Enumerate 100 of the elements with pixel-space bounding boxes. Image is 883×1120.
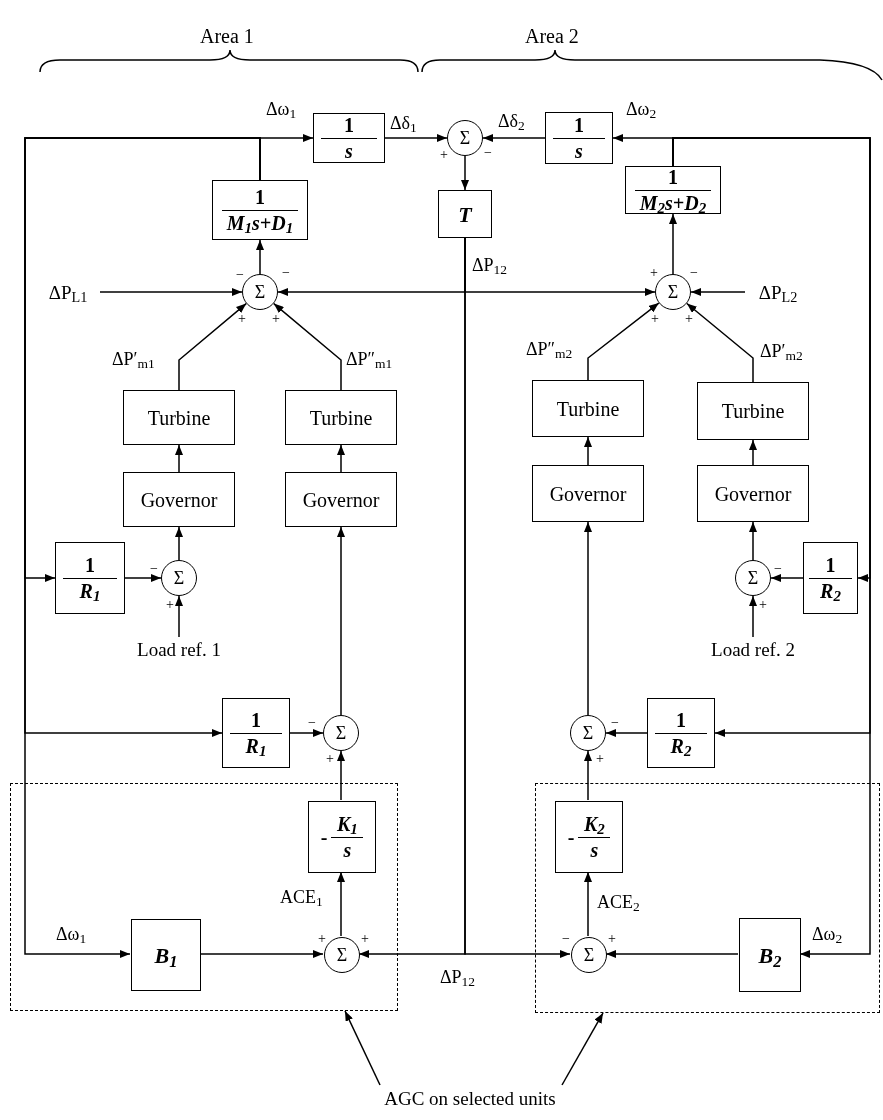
summing-junction: Σ [323, 715, 359, 751]
signal-label: ΔP$_{L1}$ [36, 279, 100, 307]
sign-label: + [318, 932, 326, 946]
sign-label: + [651, 312, 659, 326]
signal-arrow [99, 288, 243, 296]
block: Governor [123, 472, 235, 527]
transfer-function-block: 1 R$_{1}$ [222, 698, 290, 768]
transfer-function-block: 1 R$_{2}$ [803, 542, 858, 614]
sign-label: − [150, 562, 158, 576]
transfer-function-block: 1 s [313, 113, 385, 163]
signal-arrow [337, 871, 345, 937]
signal-arrow [256, 239, 264, 275]
signal-arrow [669, 213, 677, 275]
sign-label: − [484, 146, 492, 160]
transfer-function-block: 1 R$_{2}$ [647, 698, 715, 768]
edge-label: Δω$_{2}$ [812, 925, 843, 943]
edge-label: Δω$_{1}$ [56, 925, 87, 943]
signal-arrow [178, 302, 247, 391]
edge-label: Δω$_{2}$ [626, 100, 657, 118]
signal-arrow [175, 595, 183, 638]
sign-label: + [361, 932, 369, 946]
edge-label: ACE$_{2}$ [597, 893, 640, 911]
signal-arrow [337, 444, 345, 473]
transfer-function-block: 1 M$_{1}$s+D$_{1}$ [212, 180, 308, 240]
signal-label: Load ref. 2 [693, 637, 813, 663]
signal-arrow [690, 288, 746, 296]
dashed-group-box [10, 783, 398, 1011]
edge-label: Δδ$_{2}$ [498, 112, 525, 130]
block: Turbine [532, 380, 644, 437]
sign-label: + [440, 148, 448, 162]
signal-arrow [749, 521, 757, 561]
signal-arrow [337, 750, 345, 801]
edge-label: Δω$_{1}$ [266, 100, 297, 118]
transfer-function-block: 1 M$_{2}$s+D$_{2}$ [625, 166, 721, 214]
signal-label: Load ref. 1 [119, 637, 239, 663]
summing-junction: Σ [570, 715, 606, 751]
signal-arrow [605, 729, 648, 737]
signal-arrow [584, 750, 592, 801]
block: Governor [532, 465, 644, 522]
area-label: Area 2 [525, 26, 579, 46]
signal-arrow [175, 444, 183, 473]
summing-junction: Σ [571, 937, 607, 973]
block: B$_{2}$ [739, 918, 801, 992]
signal-arrow [561, 1012, 604, 1086]
block: Turbine [285, 390, 397, 445]
signal-arrow [686, 302, 754, 383]
area-label: Area 1 [200, 26, 254, 46]
sign-label: − [690, 266, 698, 280]
block: Turbine [123, 390, 235, 445]
sign-label: + [596, 752, 604, 766]
edge-label: ΔP′$_{m2}$ [760, 342, 803, 360]
signal-arrow [584, 871, 592, 937]
sign-label: − [308, 716, 316, 730]
sign-label: + [608, 932, 616, 946]
sign-label: − [282, 266, 290, 280]
summing-junction: Σ [735, 560, 771, 596]
edge-label: Δδ$_{1}$ [390, 114, 417, 132]
sign-label: + [685, 312, 693, 326]
signal-arrow [289, 729, 324, 737]
signal-arrow [605, 950, 739, 958]
sign-label: + [238, 312, 246, 326]
sign-label: − [611, 716, 619, 730]
sign-label: − [774, 562, 782, 576]
sign-label: + [759, 598, 767, 612]
signal-arrow [584, 436, 592, 466]
edge-label: ΔP′$_{m1}$ [112, 350, 155, 368]
signal-arrow [749, 439, 757, 466]
signal-arrow [199, 950, 324, 958]
edge-label: ΔP$_{12}$ [472, 256, 508, 274]
block: Turbine [697, 382, 809, 440]
signal-arrow [384, 134, 448, 142]
sign-label: + [650, 266, 658, 280]
signal-arrow [482, 134, 546, 142]
signal-arrow [461, 155, 469, 191]
signal-label: AGC on selected units [350, 1085, 590, 1113]
signal-arrow [584, 521, 592, 716]
signal-arrow [587, 302, 660, 381]
sign-label: − [236, 268, 244, 282]
signal-arrow [24, 137, 261, 958]
signal-arrow [749, 595, 757, 638]
signal-arrow [770, 574, 804, 582]
signal-arrow [124, 574, 162, 582]
summing-junction: Σ [447, 120, 483, 156]
summing-junction: Σ [655, 274, 691, 310]
signal-arrow [344, 1010, 381, 1086]
transfer-function-block: 1 s [545, 112, 613, 164]
signal-arrow [337, 526, 345, 716]
edge-label: ΔP″$_{m2}$ [526, 340, 573, 358]
dashed-group-box [535, 783, 880, 1013]
signal-label: ΔP$_{L2}$ [745, 279, 811, 307]
signal-arrow [273, 302, 342, 391]
block: T [438, 190, 492, 238]
signal-arrow [175, 526, 183, 561]
edge-label: ΔP″$_{m1}$ [346, 350, 393, 368]
edge-label: ACE$_{1}$ [280, 888, 323, 906]
sign-label: − [562, 932, 570, 946]
sign-label: + [272, 312, 280, 326]
sign-label: + [166, 598, 174, 612]
sign-label: + [326, 752, 334, 766]
block: Governor [697, 465, 809, 522]
